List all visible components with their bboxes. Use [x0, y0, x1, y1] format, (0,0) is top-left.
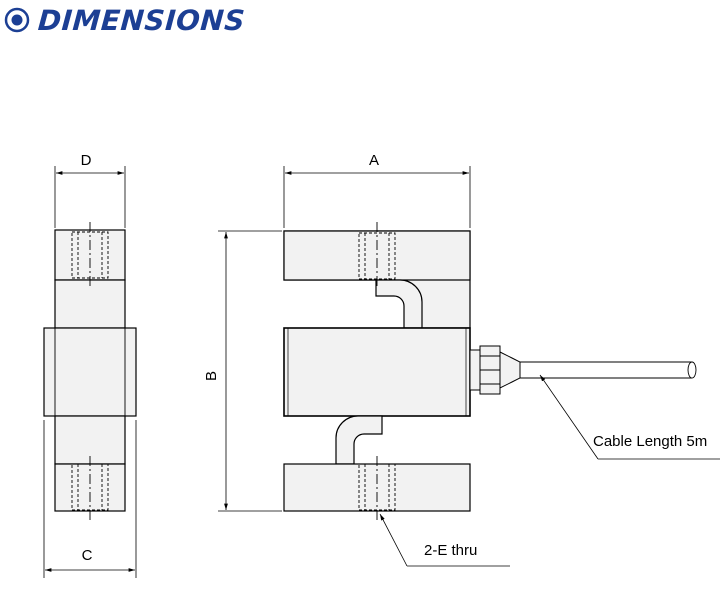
label-b: B: [203, 371, 220, 381]
cable-gland: [469, 345, 521, 395]
side-view: [43, 222, 137, 520]
cable-length-label: Cable Length 5m: [593, 433, 707, 450]
dimension-b: B: [203, 230, 282, 512]
target-bullet-icon: [4, 7, 30, 33]
section-header: DIMENSIONS: [4, 2, 246, 38]
cable: [520, 361, 697, 379]
label-c: C: [82, 547, 93, 564]
thru-hole-callout: 2-E thru: [379, 513, 510, 567]
dimension-a: A: [283, 152, 471, 228]
label-a: A: [369, 152, 379, 169]
dimension-c: C: [43, 420, 137, 578]
cable-length-callout: Cable Length 5m: [539, 374, 720, 460]
dimension-d: D: [54, 152, 126, 228]
thru-hole-label: 2-E thru: [424, 542, 477, 559]
front-view: [283, 222, 471, 520]
label-d: D: [81, 152, 92, 169]
